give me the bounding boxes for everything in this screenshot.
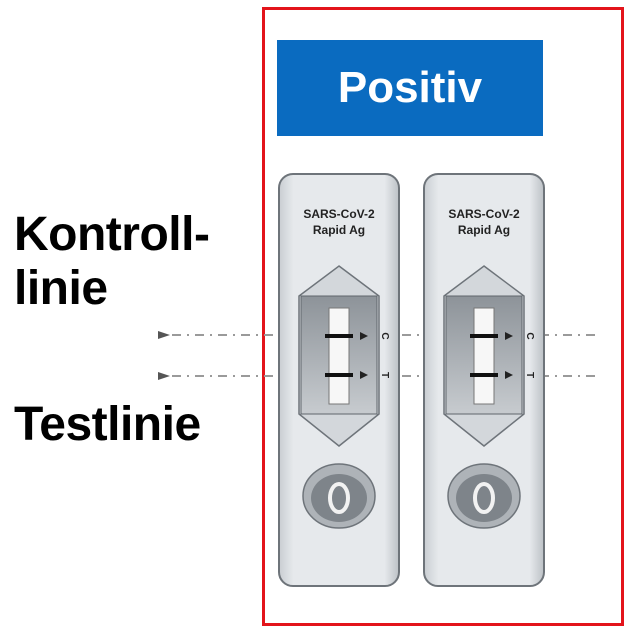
cassette-2-c-mark: C [524, 332, 535, 339]
control-line-label: Kontroll- linie [14, 208, 210, 316]
cassette-1-c-mark: C [379, 332, 390, 339]
cassette-2-title-line1: SARS-CoV-2 [448, 207, 520, 221]
result-banner: Positiv [277, 40, 543, 136]
cassette-2-title-line2: Rapid Ag [458, 223, 510, 237]
cassette-2-t-mark: T [524, 372, 535, 378]
cassette-1-title-line2: Rapid Ag [313, 223, 365, 237]
control-line-label-line1: Kontroll- [14, 208, 210, 261]
cassette-2-test-band [470, 373, 498, 377]
cassette-1-title-line1: SARS-CoV-2 [303, 207, 375, 221]
positive-result-frame [262, 7, 624, 626]
test-line-label: Testlinie [14, 398, 201, 451]
control-line-label-line2: linie [14, 262, 108, 315]
cassette-1-test-band [325, 373, 353, 377]
cassette-1-t-mark: T [379, 372, 390, 378]
cassette-1-control-band [325, 334, 353, 338]
cassette-2: SARS-CoV-2 Rapid Ag C T [423, 173, 545, 587]
cassette-2-control-band [470, 334, 498, 338]
cassette-1: SARS-CoV-2 Rapid Ag C T [278, 173, 400, 587]
